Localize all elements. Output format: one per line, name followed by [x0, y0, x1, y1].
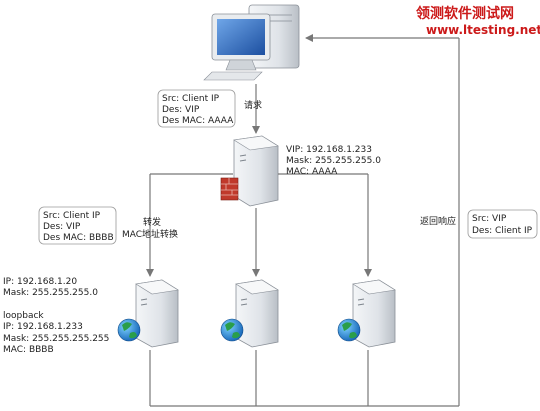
- rs-mask-text: Mask: 255.255.255.0: [3, 288, 98, 298]
- globe-icon: [117, 318, 141, 342]
- client-computer-icon: [203, 4, 300, 81]
- lb-mac-text: MAC: AAAA: [286, 167, 338, 177]
- rs-ip-text: IP: 192.168.1.20: [3, 277, 77, 287]
- loopback-title: loopback: [3, 311, 44, 321]
- request-src-text: Src: Client IP: [162, 94, 220, 104]
- firewall-icon: [220, 177, 239, 201]
- loopback-mac-text: MAC: BBBB: [3, 345, 54, 355]
- lb-mask-text: Mask: 255.255.255.0: [286, 156, 381, 166]
- forward-label: 转发: [143, 216, 161, 228]
- lb-vip-text: VIP: 192.168.1.233: [286, 145, 372, 155]
- forward-info-box: [38, 206, 117, 245]
- request-info-box: [157, 89, 236, 128]
- response-info-box: [467, 209, 538, 239]
- watermark-title: 领测软件测试网: [416, 5, 514, 22]
- mac-translation-label: MAC地址转换: [122, 228, 178, 240]
- request-label: 请求: [244, 99, 262, 111]
- forward-src-text: Src: Client IP: [43, 211, 101, 221]
- forward-des-text: Des: VIP: [43, 222, 81, 232]
- loopback-mask-text: Mask: 255.255.255.255: [3, 334, 109, 344]
- forward-des-mac-text: Des MAC: BBBB: [43, 233, 114, 243]
- real-server-3-icon: [352, 279, 396, 348]
- response-des-text: Des: Client IP: [472, 226, 533, 236]
- request-des-mac-text: Des MAC: AAAA: [162, 116, 234, 126]
- globe-icon: [220, 318, 244, 342]
- loopback-ip-text: IP: 192.168.1.233: [3, 322, 83, 332]
- watermark-url: www.ltesting.net: [426, 23, 540, 37]
- load-balancer-server-icon: [233, 135, 279, 207]
- real-server-1-icon: [135, 279, 179, 348]
- response-src-text: Src: VIP: [472, 214, 507, 224]
- globe-icon: [337, 318, 361, 342]
- response-label: 返回响应: [420, 215, 456, 227]
- real-server-2-icon: [235, 279, 279, 348]
- request-des-text: Des: VIP: [162, 105, 200, 115]
